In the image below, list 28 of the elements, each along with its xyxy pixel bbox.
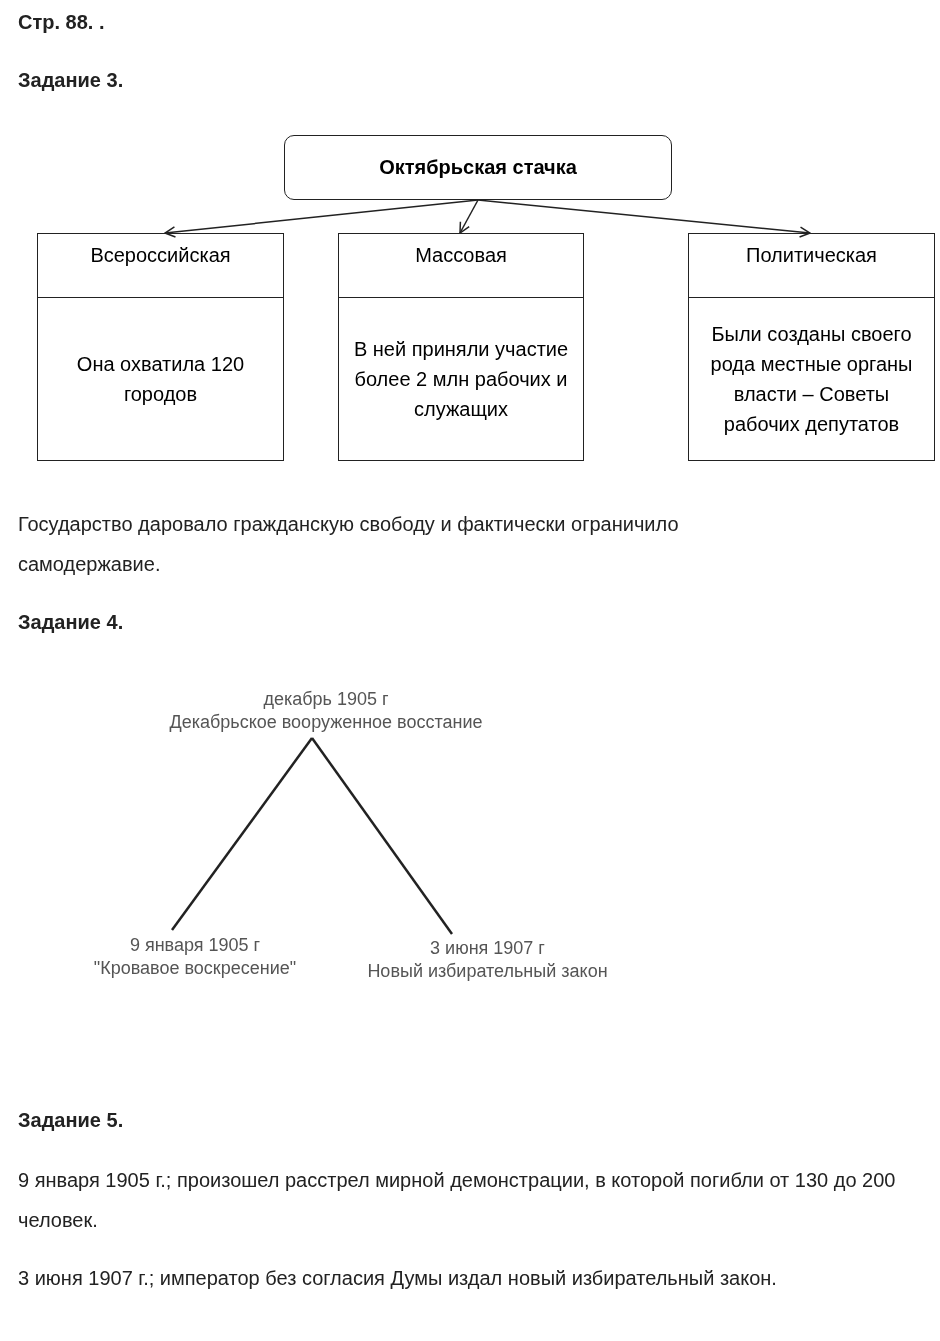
event-text: "Кровавое воскресение" <box>92 957 298 980</box>
table-box <box>37 233 284 461</box>
arrow <box>477 199 811 238</box>
box-text: В ней приняли участие более 2 млн рабочих и служащих <box>352 337 570 422</box>
date-text: декабрь 1905 г <box>262 688 390 711</box>
heading: Стр. 88. . <box>18 10 106 35</box>
heading: Задание 4. <box>18 610 125 635</box>
event-text: Декабрьское вооруженное восстание <box>168 711 484 734</box>
date-text: 3 июня 1907 г <box>429 937 546 960</box>
connector-line <box>171 737 313 931</box>
paragraph: 9 января 1905 г.; произошел расстрел мирной демонстрации, в которой погибли от 130 до 200 человек. <box>18 1168 897 1233</box>
arrow <box>164 199 479 238</box>
arrow <box>459 199 479 234</box>
connector-line <box>311 737 453 935</box>
table-box <box>688 233 935 461</box>
heading: Задание 5. <box>18 1108 125 1133</box>
box-text: Она охватила 120 городов <box>75 352 246 407</box>
paragraph: 3 июня 1907 г.; император без согласия Думы издал новый избирательный закон. <box>18 1266 778 1291</box>
table-box <box>338 233 584 461</box>
rounded-box: Октябрьская стачка <box>284 135 672 200</box>
box-heading: Всероссийская <box>89 243 232 267</box>
date-text: 9 января 1905 г <box>128 934 262 957</box>
box-text: Были созданы своего рода местные органы власти – Советы рабочих депутатов <box>709 322 914 437</box>
box-heading: Массовая <box>414 243 508 267</box>
box-heading: Политическая <box>745 243 878 267</box>
event-text: Новый избирательный закон <box>366 960 609 983</box>
heading: Задание 3. <box>18 68 125 93</box>
paragraph: Государство даровало гражданскую свободу и фактически ограничило самодержавие. <box>18 512 680 577</box>
